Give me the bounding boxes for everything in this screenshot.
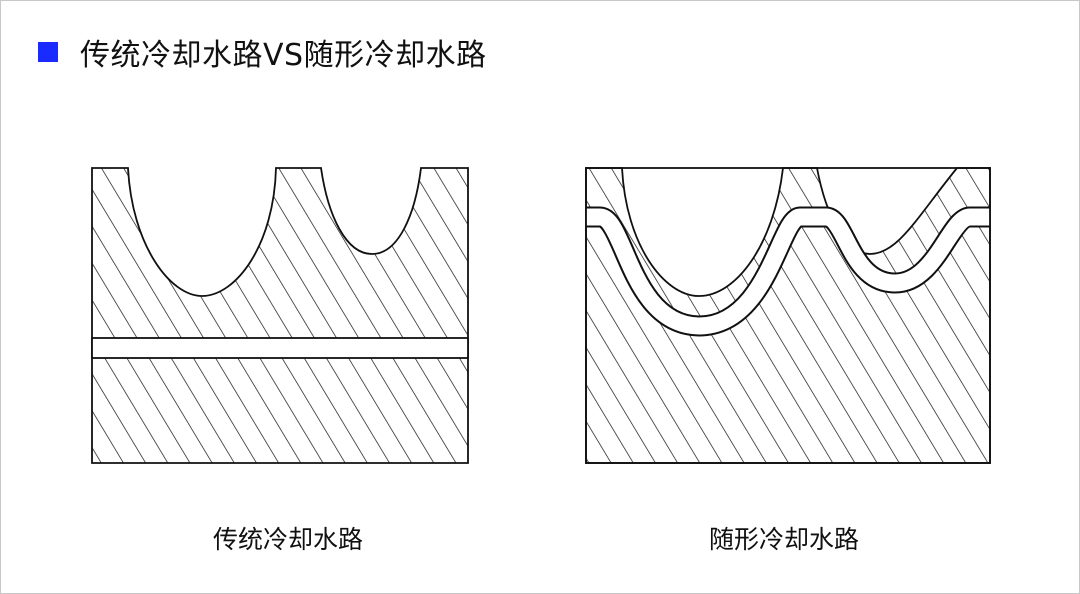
straight-water-channel <box>91 337 469 359</box>
traditional-cooling-label: 传统冷却水路 <box>212 525 364 554</box>
conformal-cooling-diagram <box>585 167 991 464</box>
mold-block-with-cavities <box>91 167 469 464</box>
page-title: 传统冷却水路VS随形冷却水路 <box>80 38 487 73</box>
header: 传统冷却水路VS随形冷却水路 <box>38 30 487 74</box>
traditional-cooling-diagram <box>91 167 469 464</box>
conformal-cooling-label: 随形冷却水路 <box>708 525 860 554</box>
bullet-square-icon <box>38 42 58 62</box>
